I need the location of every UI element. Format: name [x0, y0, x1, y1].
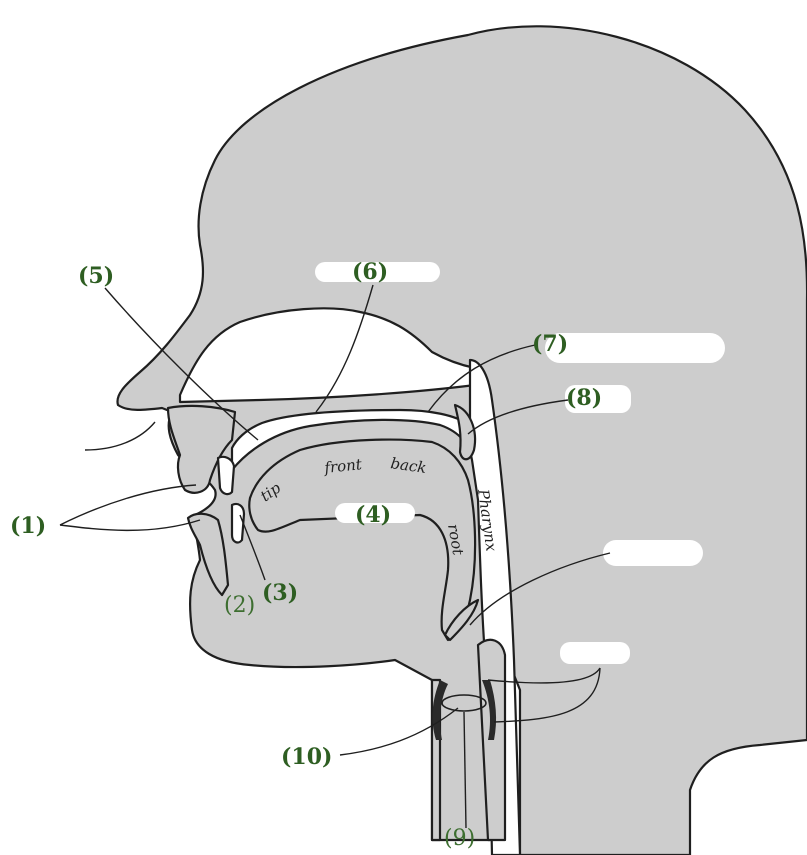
label-8: (8): [566, 385, 602, 411]
label-3: (3): [262, 580, 298, 606]
upper-teeth: [218, 457, 234, 494]
label-5: (5): [78, 263, 114, 289]
label-7: (7): [532, 331, 568, 357]
label-2: (2): [224, 593, 255, 618]
blank-box-larynx: [560, 642, 630, 664]
leader-1-upper: [60, 485, 196, 525]
label-6: (6): [352, 259, 388, 285]
arrow-nasal-airflow: [85, 422, 155, 450]
blank-box-7: [545, 333, 725, 363]
label-10: (10): [281, 744, 332, 770]
blank-box-epiglottis: [603, 540, 703, 566]
label-4: (4): [355, 502, 391, 528]
label-1: (1): [10, 513, 46, 539]
label-9: (9): [444, 826, 475, 851]
leader-1-lower: [60, 520, 200, 530]
lower-teeth: [232, 504, 244, 542]
